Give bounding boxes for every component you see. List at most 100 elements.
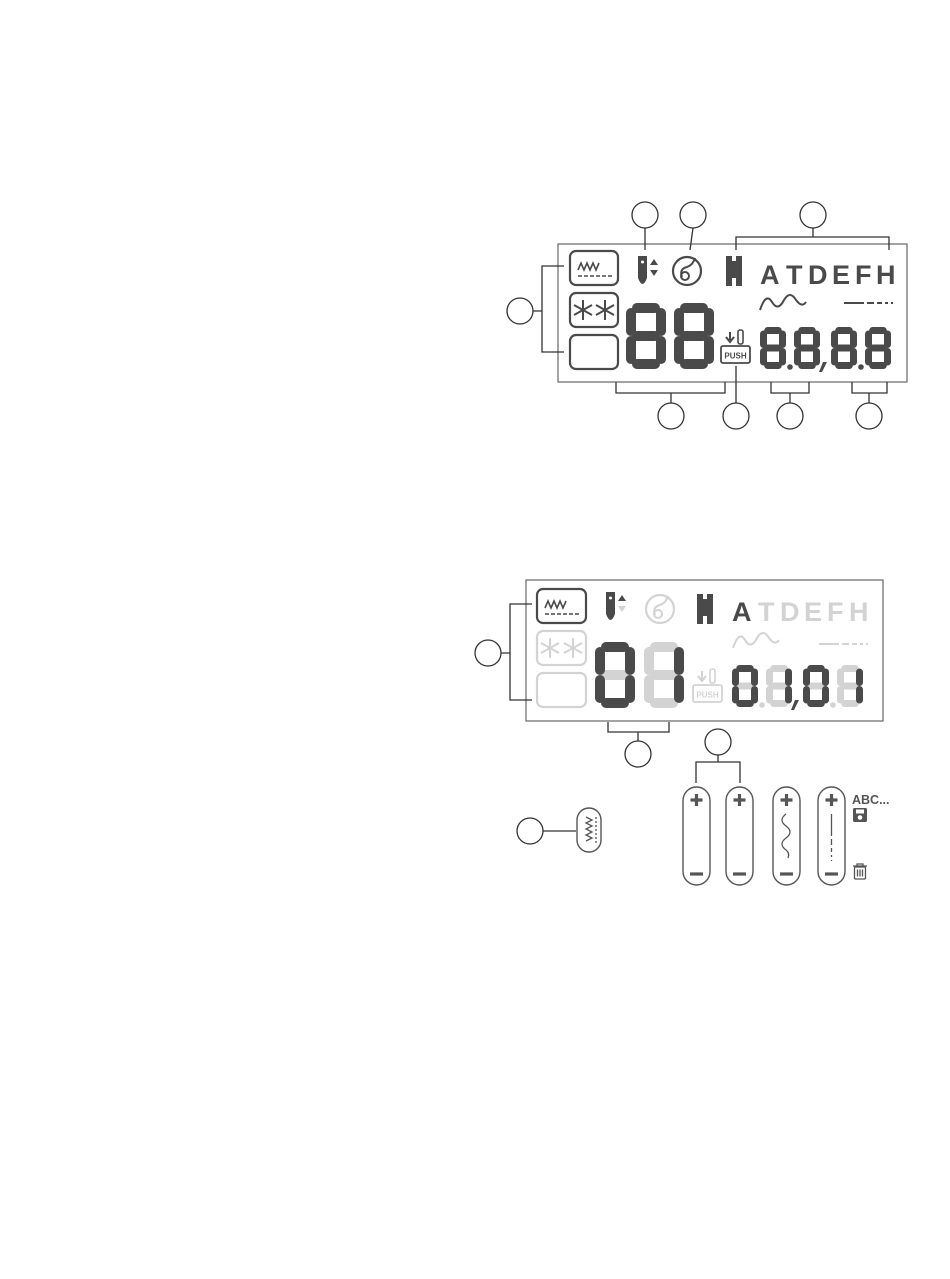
segment-d [632,359,660,369]
decimal-point [787,364,793,370]
segment-g [764,345,782,352]
stitch-width-stepper[interactable] [773,787,800,885]
segment-f [766,669,773,687]
stitch-mode-icon [570,251,618,285]
segment-b [822,669,829,687]
segment-c [704,336,714,364]
segment-c [625,675,635,703]
push-label: PUSH [724,352,746,361]
segment-b [785,669,792,687]
segment-d [798,362,816,369]
decorative-stitch-icon [570,293,618,327]
segment-d [736,700,754,707]
segment-c [856,686,863,704]
segment-a [680,303,708,313]
segment-b [813,331,820,349]
alphabet-mode-icon [570,335,618,369]
stitch-select-button[interactable] [577,808,601,852]
bobbin-icon [646,595,674,623]
callout-circle [723,403,749,429]
segment-b [850,331,857,349]
segment-d [841,700,859,707]
segment-d [650,698,678,708]
callout-circle [658,403,684,429]
segment-f [837,669,844,687]
segment-c [850,348,857,366]
seven-segment-digit [831,327,857,369]
segment-d [869,362,887,369]
segment-e [803,686,810,704]
segment-b [656,308,666,336]
decorative-stitch-icon [537,631,586,665]
callout-circle [856,403,882,429]
needle-up-push-icon: PUSH [721,330,750,363]
lcd-display-example: A T D E F H PUSH [526,580,883,721]
segment-g [835,345,853,352]
segment-g [841,683,859,690]
segment-e [732,686,739,704]
segment-a [601,642,629,652]
comma-separator [819,362,827,372]
segment-a [632,303,660,313]
decimal-point [759,702,765,708]
foot-letters: A T D E F H [760,260,896,290]
memory-label: ABC... [852,793,890,807]
segment-c [785,686,792,704]
adjust-buttons [683,787,845,885]
segment-b [625,647,635,675]
segment-d [835,362,853,369]
segment-b [884,331,891,349]
seven-segment-digit [865,327,891,369]
seven-segment-digit [644,642,684,708]
foot-letter-f: F [827,597,844,627]
callout-circle [475,640,501,666]
segment-g [680,331,708,341]
zigzag-icon [545,601,566,608]
segment-f [831,331,838,349]
segment-f [760,331,767,349]
foot-letter-e: E [832,260,850,290]
segment-a [835,327,853,334]
decimal-point [830,702,836,708]
callout-circle [777,403,803,429]
needle-position-icon [606,592,626,620]
seven-segment-digit [766,665,792,707]
segment-f [794,331,801,349]
segment-b [856,669,863,687]
alphabet-mode-icon [537,673,586,707]
segment-b [751,669,758,687]
presser-foot-icon [726,256,742,286]
segment-a [807,665,825,672]
width-length-digits [760,327,891,372]
foot-letter-h: H [876,260,896,290]
segment-f [626,308,636,336]
segment-g [601,670,629,680]
stitch-number-stepper-left[interactable] [683,787,710,885]
segment-e [837,686,844,704]
save-icon [853,808,867,822]
foot-letter-h: H [849,597,869,627]
asterisk-icon [574,300,614,320]
segment-g [632,331,660,341]
foot-letter-a: A [760,260,780,290]
callouts-display1 [507,202,889,429]
stitch-length-stepper[interactable] [818,787,845,885]
segment-d [807,700,825,707]
seven-segment-digit [803,665,829,707]
push-label: PUSH [696,691,718,700]
segment-b [779,331,786,349]
needle-up-push-icon: PUSH [693,669,722,702]
asterisk-icon [541,638,582,658]
segment-c [884,348,891,366]
segment-f [732,669,739,687]
segment-g [807,683,825,690]
segment-e [766,686,773,704]
stitch-width-icon [760,295,806,310]
stitch-number-stepper-right[interactable] [726,787,753,885]
segment-d [680,359,708,369]
foot-letter-e: E [804,597,822,627]
callout-circle [705,729,731,755]
callout-circle [632,202,658,228]
stitch-number-digits [626,303,714,369]
